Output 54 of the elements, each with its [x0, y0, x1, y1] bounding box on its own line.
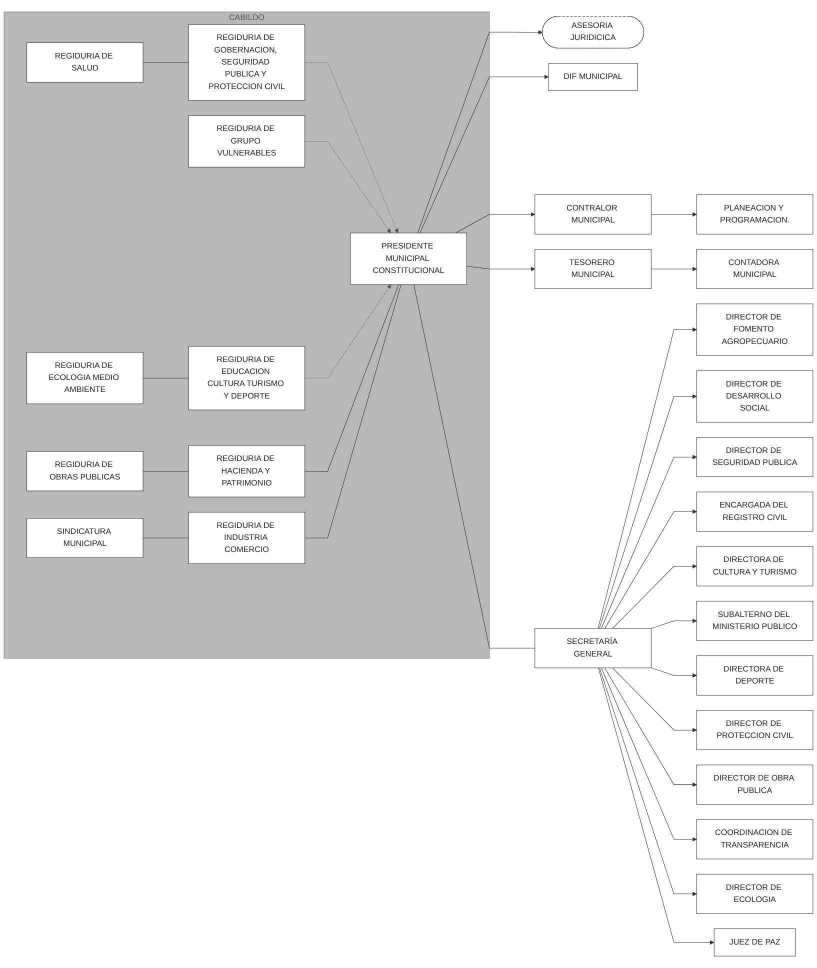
- arrow: [599, 394, 697, 629]
- node-box: DIRECTORA DE CULTURA Y TURISMO: [696, 546, 814, 586]
- arrow: [455, 212, 536, 234]
- node-box: DIRECTOR DE DESARROLLO SOCIAL: [696, 370, 814, 422]
- arrow: [420, 74, 549, 234]
- arrow: [598, 327, 697, 629]
- node-box: JUEZ DE PAZ: [714, 928, 796, 956]
- connector: [304, 284, 399, 472]
- node-box: SINDICATURA MUNICIPAL: [26, 518, 144, 558]
- node-box: REGIDURIA DE EDUCACION CULTURA TURISMO Y DEPORTE: [188, 346, 306, 410]
- arrow: [650, 618, 697, 629]
- arrow: [650, 266, 697, 272]
- node-box: DIRECTOR DE OBRA PUBLICA: [696, 764, 814, 805]
- connector: [304, 284, 402, 538]
- arrow: [304, 141, 391, 234]
- arrow: [650, 212, 697, 217]
- arrow: [601, 454, 697, 629]
- node-box: DIRECTOR DE SEGURIDAD PUBLICA: [696, 437, 814, 478]
- arrow: [598, 668, 714, 945]
- arrow: [604, 509, 697, 629]
- arrow: [650, 668, 697, 678]
- node-box: CONTADORA MUNICIPAL: [696, 249, 814, 289]
- node-box: SECRETARÍA GENERAL: [534, 628, 652, 668]
- node-box: REGIDURIA DE GOBERNACION, SEGURIDAD PUBLICA Y PROTECCION CIVIL: [188, 24, 306, 101]
- arrow: [599, 668, 697, 896]
- node-box: REGIDURIA DE ECOLOGIA MEDIO AMBIENTE: [26, 352, 144, 404]
- node-box: PRESIDENTE MUNICIPAL CONSTITUCIONAL: [350, 232, 467, 285]
- node-box: ENCARGADA DEL REGISTRO CIVIL: [696, 492, 814, 532]
- node-box: CONTRALOR MUNICIPAL: [534, 194, 652, 234]
- arrow: [601, 668, 697, 842]
- arrow: [417, 30, 543, 234]
- node-box: PLANEACION Y PROGRAMACION.: [696, 194, 814, 234]
- node-box: REGIDURIA DE HACIENDA Y PATRIMONIO: [188, 445, 306, 498]
- arrow: [304, 62, 398, 234]
- node-box: DIRECTOR DE ECOLOGIA: [696, 874, 814, 914]
- node-box: DIRECTORA DE DEPORTE: [696, 656, 814, 696]
- connector: [414, 284, 536, 648]
- node-box: REGIDURIA DE OBRAS PUBLICAS: [26, 451, 144, 492]
- arrow: [304, 284, 392, 378]
- arrow: [612, 668, 697, 732]
- node-box: TESORERO MUNICIPAL: [534, 249, 652, 289]
- node-box: COORDINACION DE TRANSPARENCIA: [696, 819, 814, 860]
- node-box: SUBALTERNO DEL MINISTERIO PUBLICO: [696, 600, 814, 641]
- connector: [142, 470, 189, 472]
- arrow: [612, 564, 697, 629]
- node-box: DIRECTOR DE PROTECCION CIVIL: [696, 710, 814, 750]
- node-box: REGIDURIA DE SALUD: [26, 42, 144, 82]
- node-box: REGIDURIA DE GRUPO VULNERABLES: [188, 115, 306, 168]
- arrow: [604, 668, 697, 787]
- node-box: DIF MUNICIPAL: [548, 62, 638, 91]
- arrow: [466, 266, 536, 272]
- connector: [142, 62, 189, 63]
- node-box: REGIDURIA DE INDUSTRIA COMERCIO: [188, 512, 306, 564]
- node-box: DIRECTOR DE FOMENTO AGROPECUARIO: [696, 304, 814, 356]
